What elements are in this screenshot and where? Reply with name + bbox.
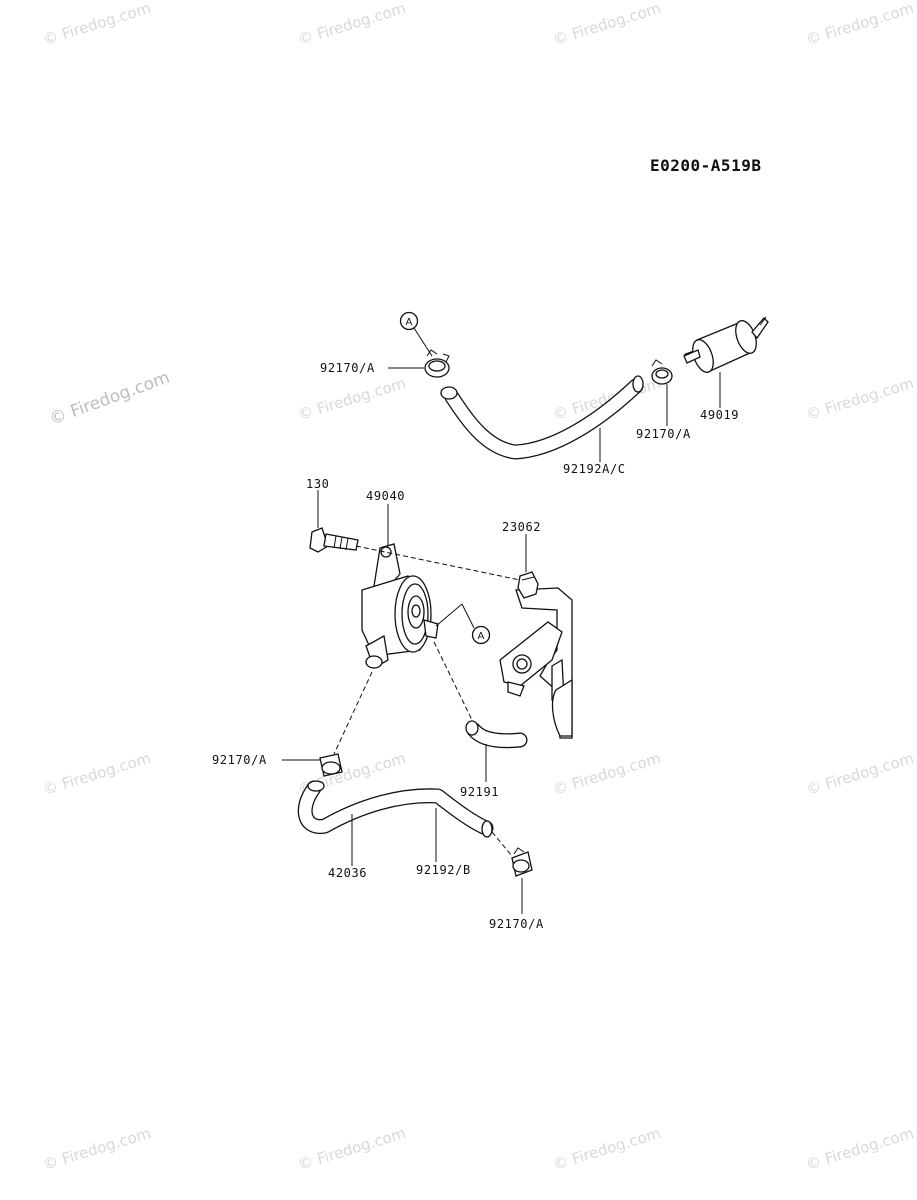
watermark: © Firedog.com — [804, 1124, 916, 1174]
part-label-clamp-top: 92170/A — [320, 361, 375, 375]
hose-top — [440, 375, 644, 460]
watermark: © Firedog.com — [47, 368, 173, 430]
hose-short — [465, 720, 528, 749]
clamp-left — [319, 753, 343, 777]
part-label-hose-top: 92192A/C — [563, 462, 626, 476]
clamp-bottom — [511, 847, 533, 877]
watermark: © Firedog.com — [296, 1124, 408, 1174]
watermark: © Firedog.com — [551, 1124, 663, 1174]
part-label-clamp-right: 92170/A — [636, 427, 691, 441]
watermark: © Firedog.com — [804, 749, 916, 799]
watermark: © Firedog.com — [296, 374, 408, 424]
watermark: © Firedog.com — [551, 749, 663, 799]
watermark: © Firedog.com — [41, 1124, 153, 1174]
part-label-bracket: 23062 — [502, 520, 541, 534]
bolt — [309, 527, 359, 553]
watermark: © Firedog.com — [804, 374, 916, 424]
ref-mark-pump: A — [435, 603, 491, 645]
watermark: © Firedog.com — [41, 0, 153, 49]
part-label-bolt: 130 — [306, 477, 329, 491]
watermark: © Firedog.com — [41, 749, 153, 799]
watermark-layer: © Firedog.com © Firedog.com © Firedog.co… — [41, 0, 916, 1174]
bracket — [499, 587, 573, 739]
clamp-top — [424, 349, 450, 378]
part-label-clamp-left: 92170/A — [212, 753, 267, 767]
watermark: © Firedog.com — [804, 0, 916, 49]
part-label-hose-bottom: 42036 — [328, 866, 367, 880]
diagram-code: E0200-A519B — [650, 156, 761, 175]
ref-mark-letter: A — [478, 631, 485, 642]
part-label-hose-short: 92191 — [460, 785, 499, 799]
hose-bottom — [297, 780, 494, 838]
watermark: © Firedog.com — [551, 0, 663, 49]
fuel-pump — [361, 543, 439, 669]
ref-mark-letter: A — [406, 317, 413, 328]
fuel-filter — [683, 316, 769, 373]
clamp-right — [651, 359, 673, 385]
part-label-filter: 49019 — [700, 408, 739, 422]
grommet — [517, 571, 539, 599]
part-label-pump: 49040 — [366, 489, 405, 503]
part-label-hose-bottom-b: 92192/B — [416, 863, 471, 877]
part-label-clamp-bottom: 92170/A — [489, 917, 544, 931]
ref-mark-top: A — [399, 311, 433, 357]
watermark: © Firedog.com — [296, 0, 408, 49]
